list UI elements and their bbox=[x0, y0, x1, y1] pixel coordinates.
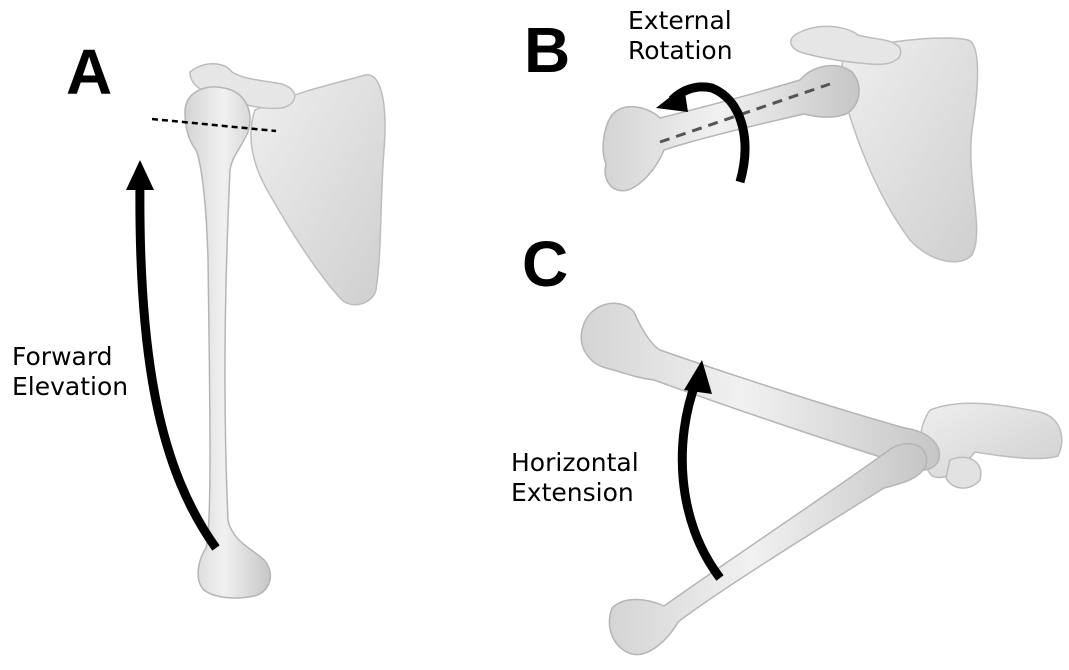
panel-a bbox=[126, 64, 385, 598]
scapula-c bbox=[920, 403, 1061, 477]
panel-letter-c: C bbox=[522, 232, 568, 296]
scapula-b bbox=[842, 38, 978, 262]
external-rotation-label-line2: Rotation bbox=[628, 36, 733, 66]
panel-letter-b: B bbox=[524, 18, 570, 82]
humerus-b bbox=[603, 66, 859, 191]
forward-elevation-arrowhead bbox=[126, 160, 154, 190]
horizontal-extension-label-line2: Extension bbox=[511, 478, 639, 508]
forward-elevation-label-line1: Forward bbox=[12, 342, 128, 372]
acromion-b bbox=[791, 26, 901, 64]
horizontal-extension-arrow bbox=[682, 382, 720, 578]
coracoid-c bbox=[946, 457, 981, 488]
external-rotation-arrowhead bbox=[656, 86, 688, 112]
external-rotation-label: External Rotation bbox=[628, 6, 733, 66]
humerus-c-start bbox=[609, 444, 926, 655]
panel-c bbox=[581, 303, 1062, 654]
external-rotation-label-line1: External bbox=[628, 6, 733, 36]
horizontal-extension-label-line1: Horizontal bbox=[511, 448, 639, 478]
humerus-c-extended bbox=[581, 303, 939, 470]
forward-elevation-label-line2: Elevation bbox=[12, 372, 128, 402]
panel-letter-a: A bbox=[66, 40, 112, 104]
horizontal-extension-label: Horizontal Extension bbox=[511, 448, 639, 508]
forward-elevation-arrow bbox=[140, 178, 216, 548]
scapula-a bbox=[251, 75, 385, 305]
forward-elevation-label: Forward Elevation bbox=[12, 342, 128, 402]
